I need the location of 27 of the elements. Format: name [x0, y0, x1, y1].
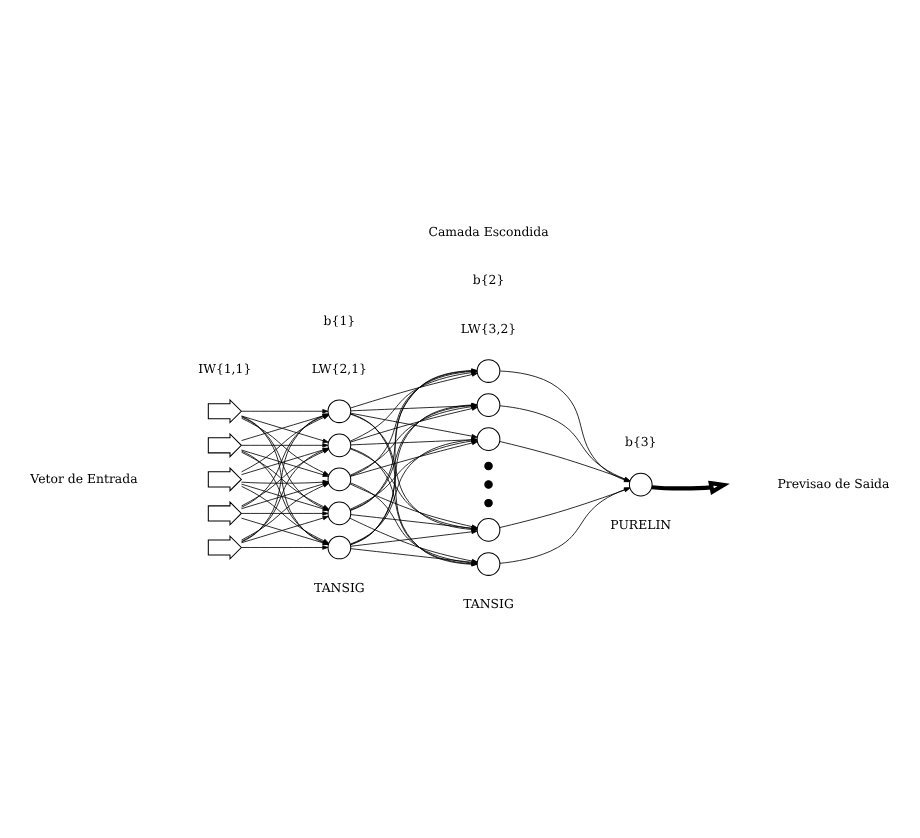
- node-arrow: [207, 432, 243, 458]
- node-circle: [476, 518, 501, 542]
- node-arrow: [207, 500, 243, 527]
- arrow: [241, 511, 329, 516]
- node-arrow: [207, 534, 243, 561]
- arrow: [241, 409, 329, 414]
- node-circle: [476, 359, 501, 383]
- node-dot: [484, 498, 493, 508]
- node-circle: [327, 501, 352, 526]
- node-circle: [476, 393, 501, 417]
- arrow: [241, 443, 329, 448]
- node-dot: [484, 480, 493, 489]
- node-circle: [476, 552, 501, 576]
- node-arrow: [207, 466, 243, 492]
- node-circle: [327, 399, 352, 424]
- node-circle: [327, 535, 352, 560]
- arrow: [651, 480, 730, 495]
- node-circle: [628, 472, 653, 497]
- arrow: [499, 487, 630, 564]
- node-dot: [484, 461, 493, 471]
- arrow: [350, 412, 478, 439]
- arrow: [241, 545, 329, 550]
- node-arrow: [207, 398, 243, 424]
- node-circle: [327, 433, 352, 458]
- node-circle: [327, 467, 352, 492]
- arrow: [499, 487, 631, 528]
- node-circle: [476, 427, 501, 451]
